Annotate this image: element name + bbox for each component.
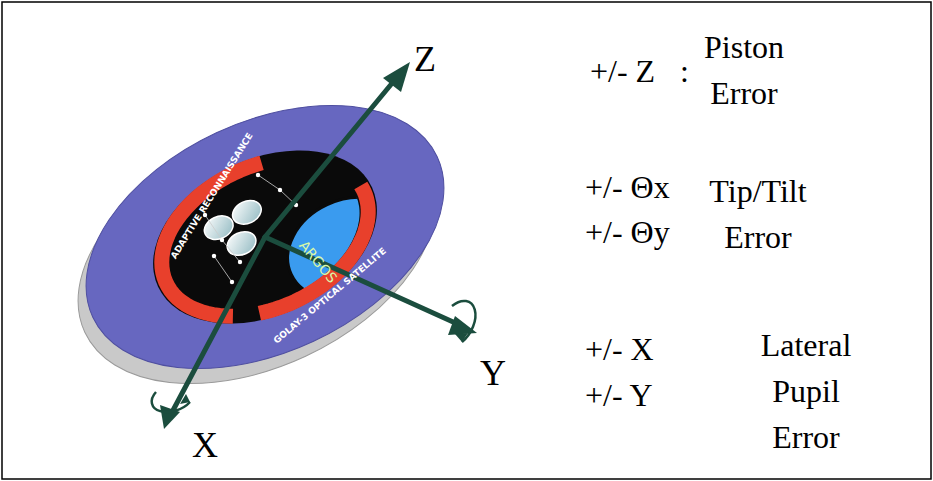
constellation-line — [222, 240, 240, 262]
axis-label: Z — [414, 38, 436, 81]
z-axis — [265, 76, 398, 237]
band-text: ADAPTIVE RECONNAISSANCE — [169, 131, 256, 261]
axis-term: +/- Θy — [585, 213, 670, 251]
star — [278, 188, 282, 192]
star — [220, 238, 224, 242]
star — [230, 280, 234, 284]
y-rotation-arrow — [452, 301, 475, 342]
star — [256, 173, 260, 177]
constellation-line — [205, 215, 222, 240]
x-arrowhead — [160, 405, 180, 429]
x-rotation-head — [180, 394, 190, 404]
error-name: Piston Error — [688, 24, 800, 116]
constellation-line — [214, 256, 232, 282]
star — [238, 260, 242, 264]
error-name: Lateral Pupil Error — [746, 322, 866, 460]
constellation-line — [258, 175, 280, 190]
axis-term: +/- Z — [590, 52, 655, 90]
axis-term: +/- Θx — [585, 168, 670, 206]
x-rotation-arrow — [152, 392, 190, 412]
y-rotation-head — [455, 333, 468, 342]
disc-face — [44, 52, 486, 421]
star — [212, 254, 216, 258]
axis-label: X — [192, 424, 218, 467]
z-arrowhead — [383, 62, 410, 92]
band-text: GOLAY-3 OPTICAL SATELLITE — [272, 246, 389, 347]
mirror — [229, 196, 265, 229]
red-band — [259, 186, 368, 314]
axis-label: Y — [480, 352, 506, 395]
separator: : — [680, 52, 689, 90]
axis-term: +/- Y — [585, 376, 653, 414]
y-axis — [265, 237, 462, 326]
error-name: Tip/Tilt Error — [690, 168, 826, 260]
x-axis — [170, 237, 265, 416]
emblem-name: ARGOS — [295, 237, 340, 286]
axis-term: +/- X — [585, 330, 654, 368]
